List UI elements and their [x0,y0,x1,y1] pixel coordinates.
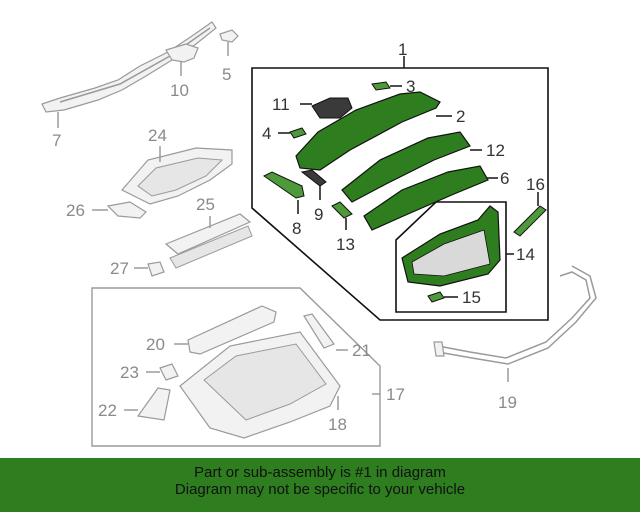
part-8-rail [263,171,305,199]
part-12-bow [341,131,471,203]
footer-line-1: Part or sub-assembly is #1 in diagram [194,464,446,481]
part-27-clip [147,261,165,277]
callout-18: 18 [328,415,347,434]
part-11-bracket [311,97,353,119]
part-9-strip [300,169,327,187]
callout-21: 21 [352,341,371,360]
callout-15: 15 [462,288,481,307]
callout-19: 19 [498,393,517,412]
group-17-frame [91,287,381,447]
callout-12: 12 [486,141,505,160]
part-3-clip [371,81,391,91]
part-18-tray [179,331,341,439]
callout-13: 13 [336,235,355,254]
part-20-cover [187,305,277,355]
callout-7: 7 [52,131,61,150]
part-4-clip [289,127,307,139]
callout-22: 22 [98,401,117,420]
callout-2: 2 [456,107,465,126]
callout-11: 11 [272,95,290,114]
part-26-bracket [106,201,147,219]
part-14-rear-window [401,205,501,287]
callout-23: 23 [120,363,139,382]
callout-3: 3 [406,77,415,96]
footer-banner: Part or sub-assembly is #1 in diagram Di… [0,458,640,512]
part-7-rail [41,21,217,113]
callout-10: 10 [170,81,189,100]
callout-20: 20 [146,335,165,354]
callout-1: 1 [398,40,407,59]
callout-27: 27 [110,259,129,278]
callout-17: 17 [386,385,405,404]
callout-8: 8 [292,219,301,238]
part-15-clip [427,291,445,303]
callout-6: 6 [500,169,509,188]
callout-5: 5 [222,65,231,84]
part-10-bracket [165,43,199,63]
callout-14: 14 [516,245,535,264]
part-16-strip [513,205,547,237]
group-1-frame [251,67,549,321]
part-21-trim [303,313,335,349]
callout-26: 26 [66,201,85,220]
part-24-headliner [121,147,233,205]
callout-25: 25 [196,195,215,214]
callout-4: 4 [262,124,271,143]
part-22-trim [136,387,171,421]
part-23-bracket [159,363,179,381]
part-2-roof-panel [295,91,441,171]
part-5-clip [219,29,239,43]
part-25-panel [164,213,253,269]
footer-line-2: Diagram may not be specific to your vehi… [174,481,466,498]
callout-24: 24 [148,126,167,145]
part-13-clip [331,201,353,219]
group-14-frame [395,201,507,313]
part-19-cable [433,265,597,365]
callout-16: 16 [526,175,545,194]
callout-9: 9 [314,205,323,224]
parts-diagram: 7 10 5 24 26 25 27 1 2 [41,21,597,447]
part-6-bow [363,165,489,231]
